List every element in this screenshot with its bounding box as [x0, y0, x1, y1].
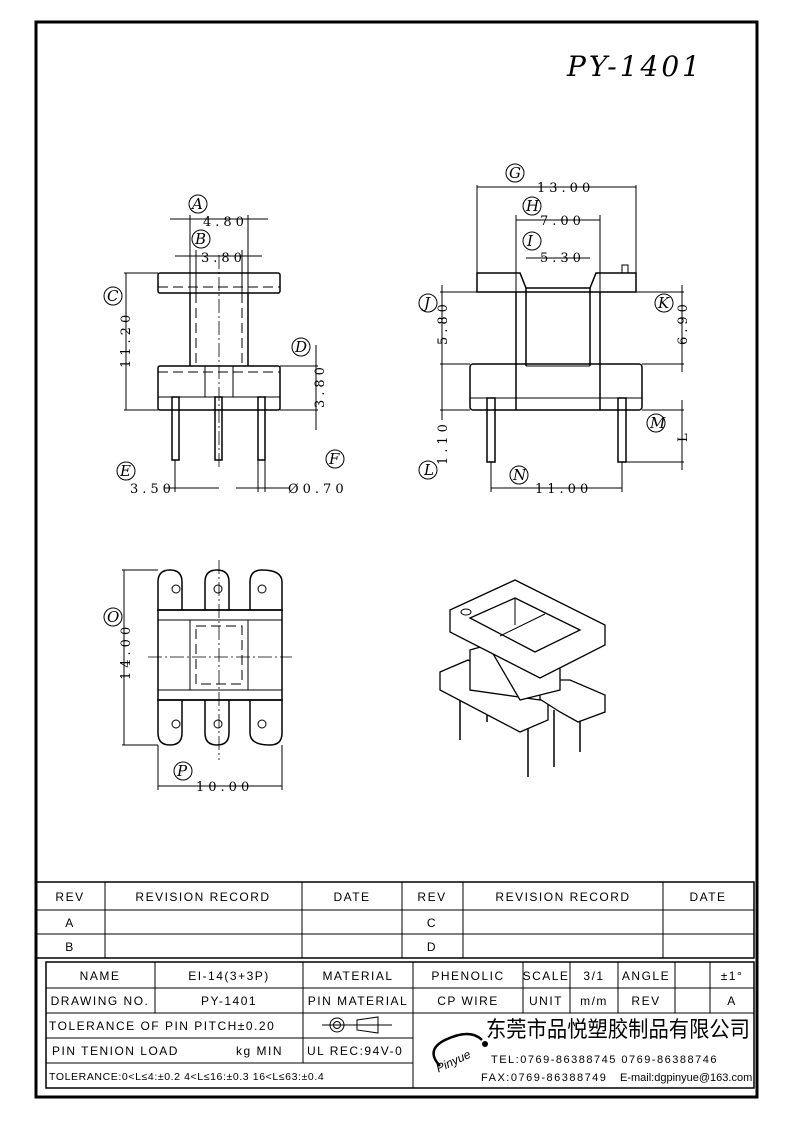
dim-f: Ø0.70: [288, 482, 348, 497]
label-m: M: [649, 414, 666, 432]
front-view: A 4.80 B 3.80 C 11.20 D 3.80 E 3.50 F Ø0…: [103, 194, 348, 497]
date-header-2: DATE: [689, 890, 726, 904]
material-label: MATERIAL: [322, 969, 393, 983]
dim-l: 1.10: [436, 420, 451, 465]
label-b: B: [194, 230, 206, 248]
rev-header-2: REV: [417, 890, 446, 904]
drawing-no: PY-1401: [201, 994, 257, 1008]
label-p: P: [176, 762, 188, 780]
label-h: H: [525, 197, 540, 215]
logo-text: Pinyue: [434, 1047, 473, 1075]
pin-tension-load-unit: kg MIN: [236, 1044, 283, 1058]
dim-n: 11.00: [535, 482, 592, 497]
dim-a: 4.80: [203, 215, 248, 230]
rev-value: A: [727, 994, 737, 1008]
dim-d: 3.80: [313, 363, 328, 408]
label-d: D: [294, 338, 307, 356]
bottom-view: O 14.00 P 10.00: [103, 560, 292, 795]
label-j: J: [421, 294, 431, 312]
dim-m: L: [676, 429, 691, 442]
unit-value: m/m: [580, 994, 608, 1008]
company-fax: FAX:0769-86388749: [481, 1072, 607, 1084]
general-tolerance: TOLERANCE:0<L≤4:±0.2 4<L≤16:±0.3 16<L≤63…: [49, 1071, 324, 1083]
label-c: C: [107, 287, 119, 305]
angle-label: ANGLE: [622, 969, 670, 983]
dim-b: 3.80: [201, 251, 246, 266]
dim-e: 3.50: [130, 482, 175, 497]
dim-c: 11.20: [119, 311, 134, 368]
label-a: A: [190, 195, 203, 213]
projection-symbol-icon: [322, 1016, 392, 1034]
revision-table: REV REVISION RECORD DATE REV REVISION RE…: [35, 881, 755, 959]
side-view: G 13.00 H 7.00 I 5.30 J 5.80 K 6.90 L 1.…: [418, 163, 691, 497]
revision-record-header-2: REVISION RECORD: [495, 890, 630, 904]
dim-g: 13.00: [537, 181, 594, 196]
revision-record-header-1: REVISION RECORD: [135, 890, 270, 904]
rev-header-1: REV: [55, 890, 84, 904]
label-i: I: [526, 232, 534, 250]
angle-value: ±1°: [721, 969, 744, 983]
label-n: N: [512, 466, 527, 484]
isometric-view: [439, 579, 606, 777]
name-label: NAME: [80, 969, 121, 983]
ul-rating: UL REC:94V-0: [307, 1044, 403, 1058]
rev-cell: A: [65, 916, 75, 930]
dim-j: 5.80: [436, 300, 451, 345]
dim-h: 7.00: [540, 214, 585, 229]
company-name: 东莞市品悦塑胶制品有限公司: [486, 1018, 750, 1043]
rev-cell: D: [427, 940, 437, 954]
pin-tension-load-label: PIN TENION LOAD: [52, 1044, 179, 1058]
part-name: EI-14(3+3P): [188, 969, 270, 983]
title-block: NAME EI-14(3+3P) MATERIAL PHENOLIC SCALE…: [45, 961, 755, 1089]
dim-p: 10.00: [196, 780, 253, 795]
rev-cell: B: [65, 940, 75, 954]
scale-value: 3/1: [583, 969, 604, 983]
pin-material-value: CP WIRE: [437, 994, 499, 1008]
pin-pitch-tolerance: TOLERANCE OF PIN PITCH±0.20: [49, 1019, 275, 1033]
dim-o: 14.00: [119, 623, 134, 680]
dim-k: 6.90: [676, 300, 691, 345]
sheet-border: [34, 20, 759, 1099]
label-k: K: [657, 294, 670, 312]
material-value: PHENOLIC: [431, 969, 504, 983]
scale-label: SCALE: [523, 969, 570, 983]
drawing-title: PY-1401: [566, 50, 703, 83]
label-e: E: [119, 462, 131, 480]
label-g: G: [509, 164, 521, 182]
company-tel: TEL:0769-86388745 0769-86388746: [491, 1054, 718, 1066]
pin-material-label: PIN MATERIAL: [308, 994, 408, 1008]
date-header-1: DATE: [333, 890, 370, 904]
dim-i: 5.30: [540, 251, 585, 266]
drawing-no-label: DRAWING NO.: [51, 994, 150, 1008]
rev-cell: C: [427, 916, 437, 930]
company-email: E-mail:dgpinyue@163.com: [620, 1072, 752, 1084]
unit-label: UNIT: [529, 994, 563, 1008]
company-logo: Pinyue: [432, 1032, 488, 1075]
label-f: F: [328, 450, 340, 468]
rev-label: REV: [631, 994, 660, 1008]
label-l: L: [423, 461, 434, 479]
label-o: O: [107, 608, 119, 626]
